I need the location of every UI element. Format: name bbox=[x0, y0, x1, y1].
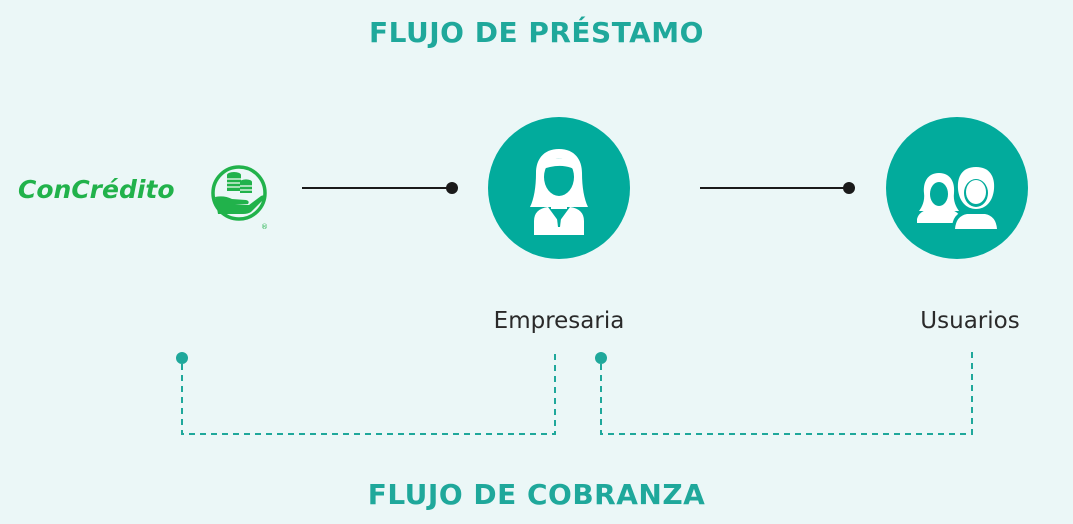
collection-endpoint-concredito bbox=[176, 352, 188, 364]
coins-in-hand-icon: ® bbox=[211, 165, 268, 231]
users-icon bbox=[917, 166, 1000, 229]
usuarios-label: Usuarios bbox=[920, 308, 1020, 334]
logo-wordmark: ConCrédito bbox=[18, 175, 175, 204]
empresaria-label: Empresaria bbox=[493, 308, 625, 334]
collection-flow-title: FLUJO DE COBRANZA bbox=[367, 478, 706, 511]
usuarios-node bbox=[886, 117, 1028, 259]
collection-path-empresaria-to-concredito bbox=[181, 352, 556, 435]
connector-endpoint bbox=[843, 182, 855, 194]
connector-concredito-to-empresaria bbox=[302, 182, 458, 194]
collection-path-usuarios-to-empresaria bbox=[600, 352, 973, 435]
connector-empresaria-to-usuarios bbox=[700, 182, 855, 194]
loan-flow-title: FLUJO DE PRÉSTAMO bbox=[369, 16, 704, 49]
svg-text:®: ® bbox=[261, 223, 268, 231]
collection-endpoint-empresaria bbox=[595, 352, 607, 364]
concredito-logo: ConCrédito ® bbox=[18, 163, 278, 235]
connector-line bbox=[700, 187, 849, 189]
empresaria-node bbox=[488, 117, 630, 259]
connector-endpoint bbox=[446, 182, 458, 194]
connector-line bbox=[302, 187, 452, 189]
businesswoman-icon bbox=[530, 149, 588, 235]
